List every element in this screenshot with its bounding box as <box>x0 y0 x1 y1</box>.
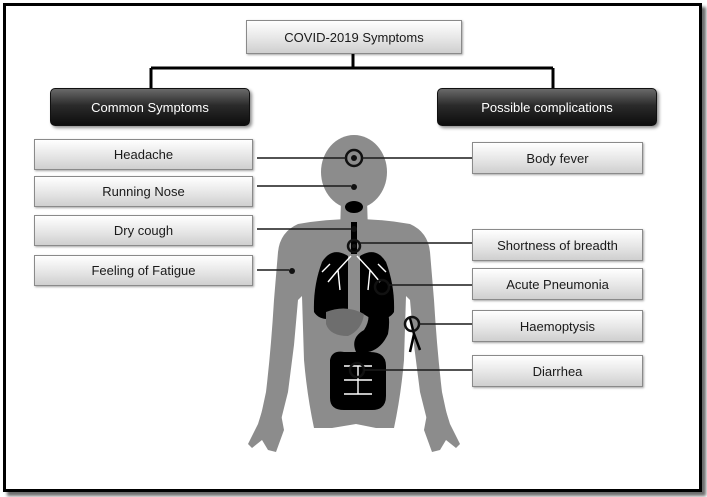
symptom-headache: Headache <box>34 139 253 170</box>
complication-diarrhea: Diarrhea <box>472 355 643 387</box>
tree-connectors <box>149 54 555 88</box>
complication-haemoptysis: Haemoptysis <box>472 310 643 342</box>
leader-lines <box>257 157 473 371</box>
arm-vessel <box>408 317 422 353</box>
possible-complications-header: Possible complications <box>437 88 657 126</box>
symptom-running-nose: Running Nose <box>34 176 253 207</box>
complication-acute-pneumonia: Acute Pneumonia <box>472 268 643 300</box>
common-symptoms-header: Common Symptoms <box>50 88 250 126</box>
organ-details <box>321 255 387 395</box>
marker-dots <box>289 155 357 274</box>
symptom-fatigue: Feeling of Fatigue <box>34 255 253 286</box>
complication-shortness-of-breath: Shortness of breadth <box>472 229 643 261</box>
diagram-title: COVID-2019 Symptoms <box>246 20 462 54</box>
complication-body-fever: Body fever <box>472 142 643 174</box>
symptom-dry-cough: Dry cough <box>34 215 253 246</box>
liver <box>326 308 364 336</box>
